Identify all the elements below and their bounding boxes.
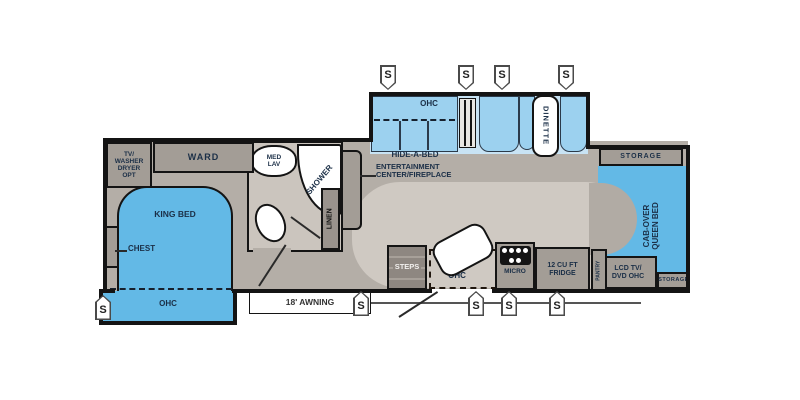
speaker-marker: S (468, 291, 484, 316)
sofa-table-line (470, 100, 472, 146)
med-lav-label: MED LAV (266, 153, 282, 168)
speaker-label: S (462, 69, 470, 81)
sofa-ohc-label: OHC (420, 99, 438, 108)
speaker-marker: S (558, 65, 574, 90)
kitchen-ohc-label: OHC (448, 271, 466, 280)
tv-washer-dryer-cabinet: TV/ WASHER DRYER OPT (106, 142, 152, 188)
lcd-tv-label: LCD TV/ DVD OHC (611, 264, 645, 280)
speaker-marker: S (353, 291, 369, 316)
entertainment-cabinet (341, 150, 362, 230)
stove-burners-icon (499, 246, 531, 265)
speaker-label: S (357, 300, 365, 312)
entry-leader-line (398, 291, 439, 318)
sofa-table (459, 98, 476, 148)
wall-slide-right (586, 92, 590, 149)
wall-bedslide-bottom (99, 321, 237, 325)
speaker-marker: S (458, 65, 474, 90)
entertainment-leader-line (360, 175, 376, 177)
micro-range-unit: MICRO (495, 242, 535, 290)
wardrobe: WARD (153, 142, 254, 173)
steps-label: STEPS (392, 262, 422, 273)
linen-cabinet: LINEN (321, 188, 340, 250)
tv-washer-dryer-label: TV/ WASHER DRYER OPT (114, 150, 144, 180)
entry-steps: STEPS (387, 245, 427, 290)
hide-a-bed-sofa (371, 96, 458, 152)
entry-door-gap-overlay (432, 289, 492, 293)
cab-over-bed-label: CAB-OVER QUEEN BED (642, 202, 660, 250)
bathroom-door-gap (253, 248, 291, 253)
speaker-marker: S (549, 291, 565, 316)
hide-a-bed-label: HIDE-A-BED (391, 150, 439, 159)
wall-slide-left (369, 92, 373, 142)
sofa-table-line (464, 100, 466, 146)
sofa-fold-line (374, 119, 455, 121)
dinette-label: DINETTE (541, 106, 551, 146)
entertainment-label: ENTERTAINMENT CENTER/FIREPLACE (376, 162, 452, 180)
wall-slide-top (369, 92, 590, 96)
wall-bottom-left-stub (103, 289, 115, 293)
storage-top-label: STORAGE (620, 153, 662, 161)
speaker-label: S (553, 300, 561, 312)
chest-label: CHEST (128, 244, 156, 253)
speaker-marker: S (501, 291, 517, 316)
speaker-label: S (384, 69, 392, 81)
bedroom-ohc-label: OHC (159, 299, 177, 308)
speaker-marker: S (95, 295, 111, 320)
dinette-bench-right (560, 96, 587, 152)
pantry: PANTRY (591, 249, 607, 292)
speaker-marker: S (494, 65, 510, 90)
speaker-label: S (99, 304, 107, 316)
linen-label: LINEN (326, 208, 334, 230)
speaker-label: S (505, 300, 513, 312)
chest-leader-line (115, 250, 127, 252)
wall-cab-top (586, 145, 690, 149)
wall-top-left (103, 138, 372, 142)
sofa-cushion-line (427, 121, 429, 150)
micro-label: MICRO (504, 268, 526, 275)
fridge: 12 CU FT FRIDGE (535, 247, 590, 292)
speaker-label: S (498, 69, 506, 81)
fridge-label: 12 CU FT FRIDGE (547, 261, 578, 277)
king-bed (117, 186, 233, 291)
speaker-label: S (562, 69, 570, 81)
speaker-label: S (472, 300, 480, 312)
speaker-marker: S (380, 65, 396, 90)
slide-chair (479, 96, 519, 152)
sofa-cushion-line (399, 121, 401, 150)
king-bed-label: KING BED (154, 209, 196, 219)
wall-front-right (686, 145, 690, 293)
med-lav-sink: MED LAV (251, 145, 297, 177)
pantry-label: PANTRY (595, 260, 602, 281)
wardrobe-label: WARD (187, 151, 220, 162)
storage-bottom-label: STORAGE (658, 276, 689, 283)
wall-bedslide-right (233, 289, 237, 325)
front-storage-top: STORAGE (599, 148, 683, 166)
bed-slide-line (110, 288, 232, 290)
bedroom-ohc-slide (103, 291, 234, 322)
awning-box: 18' AWNING (249, 292, 371, 314)
wall-left (103, 138, 107, 292)
lcd-tv-cabinet: LCD TV/ DVD OHC (599, 256, 657, 289)
awning-label: 18' AWNING (285, 297, 335, 308)
dinette-table: DINETTE (532, 95, 559, 157)
